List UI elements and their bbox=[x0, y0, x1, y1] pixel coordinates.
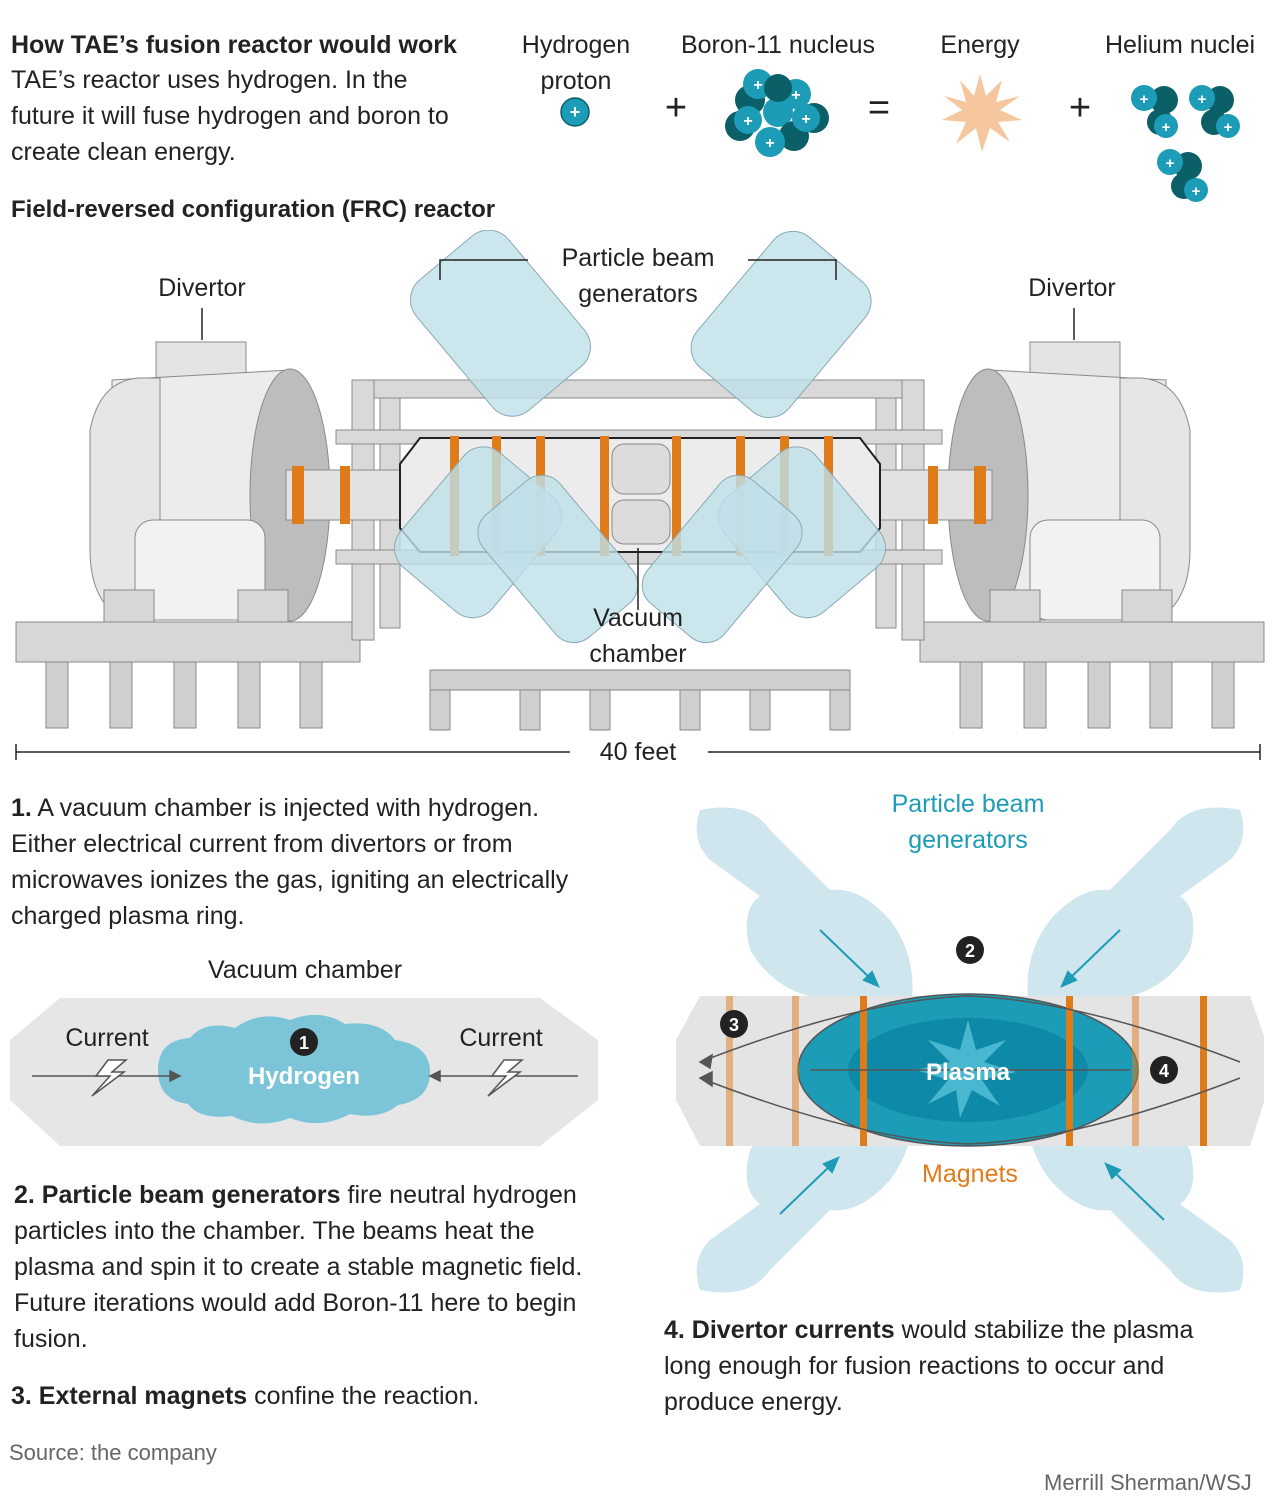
right-divertor bbox=[871, 341, 1191, 623]
svg-text:+: + bbox=[801, 111, 810, 128]
boron-nucleus-icon: + + + + + bbox=[725, 69, 829, 157]
source-note: Source: the company bbox=[9, 1440, 217, 1465]
chamber-diagram: 1 Hydrogen bbox=[10, 998, 598, 1146]
particle-beam-generators bbox=[394, 230, 886, 644]
helium-nuclei-label: Helium nuclei bbox=[1104, 31, 1256, 59]
magnets bbox=[726, 996, 1207, 1146]
current-right-label: Current bbox=[459, 1024, 543, 1052]
marker-1: 1 bbox=[290, 1028, 318, 1056]
svg-text:4: 4 bbox=[1159, 1061, 1169, 1081]
step-3-bold: 3. External magnets bbox=[11, 1382, 248, 1410]
reactor-illustration bbox=[15, 230, 1265, 760]
equals-sign: = bbox=[868, 87, 890, 129]
step-1-text: 1. A vacuum chamber is injected with hyd… bbox=[11, 790, 591, 934]
marker-4: 4 bbox=[1150, 1056, 1178, 1084]
step-1-text-b: or from microwaves ionizes the gas, igni… bbox=[11, 830, 569, 930]
step-2-body: fire neutral hydrogen particles into the… bbox=[14, 1181, 583, 1353]
hydrogen-cloud bbox=[158, 1014, 430, 1124]
current-left-label: Current bbox=[65, 1024, 149, 1052]
plasma-beam-label: Particle beam generators bbox=[891, 790, 1045, 854]
graphic-title: How TAE’s fusion reactor would work bbox=[11, 31, 457, 59]
chamber-diagram-title: Vacuum chamber bbox=[207, 956, 403, 984]
divertor-right-label: Divertor bbox=[1028, 274, 1116, 302]
svg-text:+: + bbox=[1224, 119, 1233, 136]
reactor-section-title: Field-reversed configuration (FRC) react… bbox=[11, 196, 496, 223]
svg-text:+: + bbox=[753, 77, 762, 94]
step-4-body: would stabilize the plasma long enough f… bbox=[664, 1316, 1194, 1416]
marker-3: 3 bbox=[720, 1010, 748, 1038]
plasma-burst bbox=[916, 1020, 1016, 1118]
svg-text:+: + bbox=[1162, 119, 1171, 136]
step-3-body: confine the reaction. bbox=[247, 1382, 480, 1410]
step-2-text: 2. Particle beam generators fire neutral… bbox=[14, 1177, 614, 1357]
step-4-text: 4. Divertor currents would stabilize the… bbox=[664, 1312, 1224, 1420]
svg-text:+: + bbox=[1166, 155, 1175, 172]
step-1-number: 1. bbox=[11, 794, 32, 822]
svg-text:3: 3 bbox=[729, 1015, 739, 1035]
step-3-text: 3. External magnets confine the reaction… bbox=[11, 1378, 611, 1414]
boron-nucleus-label: Boron-11 nucleus bbox=[680, 31, 876, 59]
current-left-icon bbox=[91, 1059, 129, 1097]
step-1-text-a: A vacuum chamber is injected with hydrog… bbox=[31, 794, 540, 822]
magnets-label: Magnets bbox=[922, 1160, 1018, 1188]
plasma-diagram: 2 3 4 Plasma Magnets bbox=[676, 807, 1264, 1293]
plus-sign-2: + bbox=[1069, 87, 1091, 129]
energy-burst-icon bbox=[942, 74, 1022, 152]
svg-text:2: 2 bbox=[965, 941, 975, 961]
hydrogen-proton-icon: + bbox=[560, 97, 590, 127]
plasma-label: Plasma bbox=[926, 1059, 1011, 1086]
step-1-bold: Either electrical current from divertors bbox=[11, 830, 427, 858]
svg-text:+: + bbox=[791, 87, 800, 104]
hydrogen-label: Hydrogen bbox=[248, 1063, 360, 1090]
step-2-bold: 2. Particle beam generators bbox=[14, 1181, 341, 1209]
vacuum-chamber-label: Vacuum chamber bbox=[589, 604, 687, 668]
fusion-equation: + + + + + + + = + + + + + + + bbox=[560, 69, 1240, 202]
svg-text:+: + bbox=[570, 102, 581, 122]
scale-label: 40 feet bbox=[599, 738, 677, 766]
left-divertor bbox=[89, 341, 407, 623]
svg-text:1: 1 bbox=[299, 1033, 309, 1053]
hydrogen-proton-label: Hydrogen proton bbox=[521, 31, 631, 95]
plus-sign: + bbox=[665, 87, 687, 129]
marker-2: 2 bbox=[956, 936, 984, 964]
step-4-bold: 4. Divertor currents bbox=[664, 1316, 895, 1344]
svg-text:+: + bbox=[765, 135, 774, 152]
svg-text:+: + bbox=[1198, 91, 1207, 108]
intro-text: TAE’s reactor uses hydrogen. In the futu… bbox=[11, 66, 449, 166]
helium-nuclei-icon: + + + + + + bbox=[1131, 85, 1240, 202]
scale-bar bbox=[15, 744, 1261, 760]
divertor-left-label: Divertor bbox=[158, 274, 246, 302]
energy-label: Energy bbox=[940, 31, 1020, 59]
svg-text:+: + bbox=[1192, 183, 1201, 200]
svg-text:+: + bbox=[1140, 91, 1149, 108]
beam-generators-label: Particle beam generators bbox=[561, 244, 715, 308]
credit-line: Merrill Sherman/WSJ bbox=[1044, 1470, 1252, 1495]
current-right-icon bbox=[487, 1059, 525, 1097]
svg-text:+: + bbox=[743, 113, 752, 130]
